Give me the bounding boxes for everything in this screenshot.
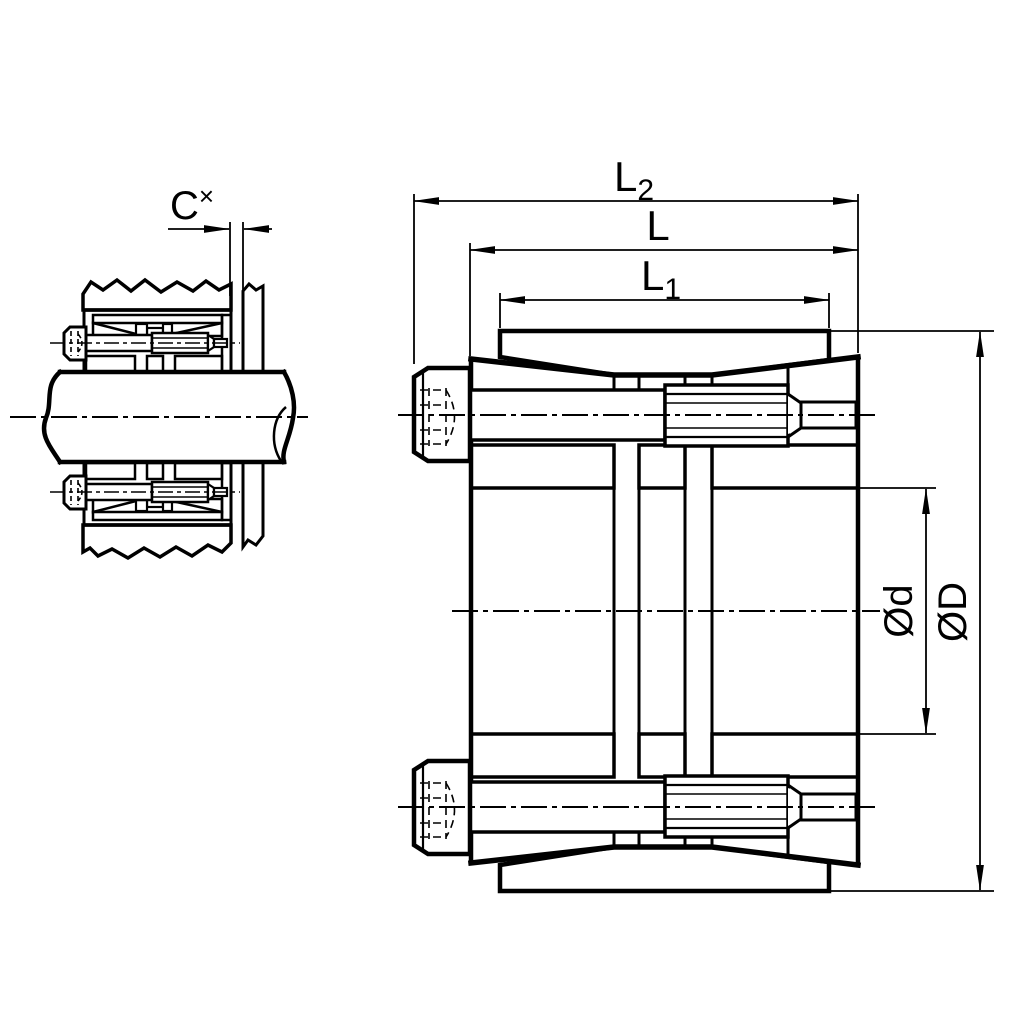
screw-head-small <box>62 474 88 511</box>
hex-socket-hidden-lines <box>420 388 456 446</box>
dim-label-od-outer: ØD <box>931 582 975 642</box>
taper-contact-line-lower <box>467 844 862 869</box>
dimension-l2: L2 <box>413 153 859 364</box>
inner-sleeve-band-lower <box>469 732 860 779</box>
hub-lower-block <box>81 523 233 561</box>
dimension-c: C× <box>168 181 272 296</box>
taper-contact-line-upper <box>467 353 862 378</box>
dimension-l: L <box>469 202 859 356</box>
cap-screw-upper <box>398 365 880 464</box>
hub-upper-block <box>81 277 233 312</box>
dimension-d-outer: ØD <box>831 330 994 892</box>
cap-screw-upper-small <box>50 325 240 362</box>
installed-view: C× <box>10 181 308 561</box>
locking-device-upper <box>50 308 240 374</box>
section-view: L2 L L1 Ød ØD <box>398 153 994 894</box>
hex-socket-hidden-lines <box>420 781 456 839</box>
cap-screw-lower <box>398 758 880 857</box>
shaft <box>10 368 308 466</box>
cap-screw-lower-small <box>50 474 240 511</box>
dim-label-c: C× <box>170 181 214 228</box>
screw-head-small <box>62 325 88 362</box>
dim-label-l1: L1 <box>641 252 681 306</box>
inner-sleeve-band-upper <box>469 443 860 490</box>
dimension-l1: L1 <box>499 252 830 328</box>
dimension-d-bore: Ød <box>860 487 936 735</box>
hub-right-wall-upper <box>241 281 265 374</box>
locking-device-lower <box>50 461 240 527</box>
dim-label-l: L <box>646 202 669 249</box>
dim-label-l2: L2 <box>614 153 654 207</box>
hub-right-wall-lower <box>241 460 265 552</box>
dim-label-od-bore: Ød <box>877 584 921 637</box>
